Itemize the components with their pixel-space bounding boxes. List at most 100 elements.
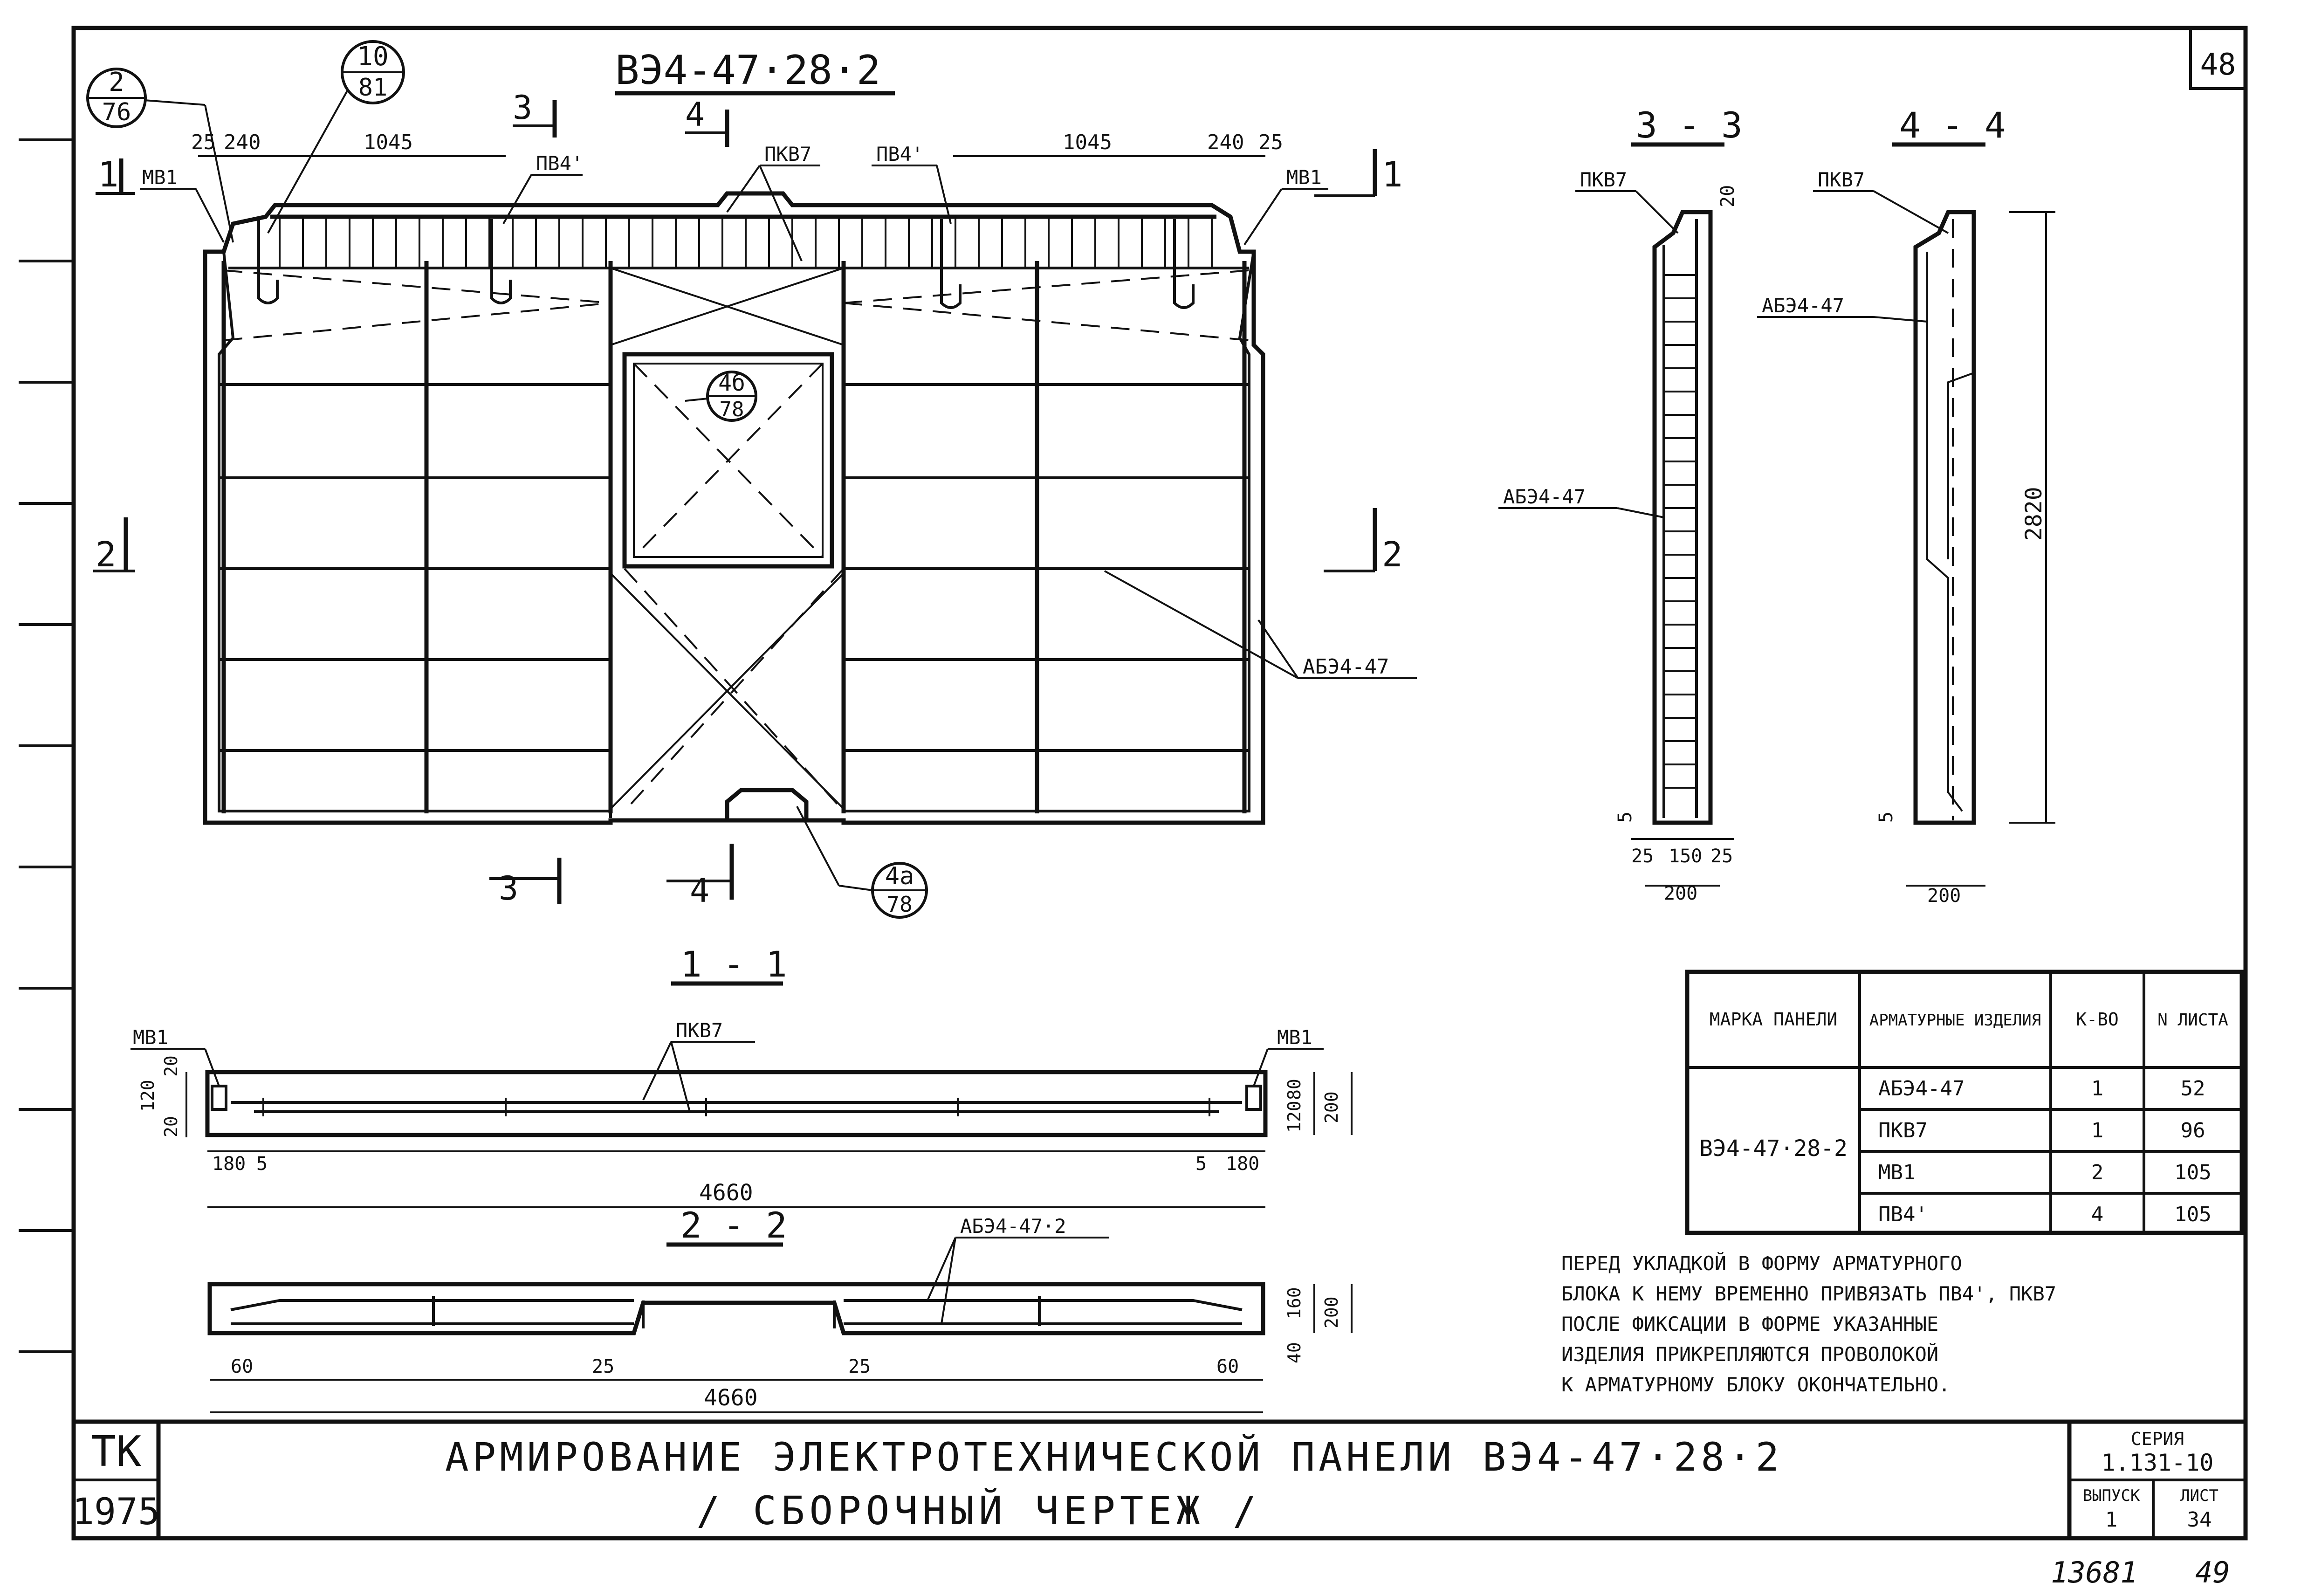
svg-text:2: 2	[1382, 535, 1403, 575]
page-number: 49	[2195, 1555, 2230, 1589]
section-mark-4-bottom: 4	[666, 844, 734, 910]
label-pv4-left: ПВ4'	[536, 152, 583, 175]
svg-text:2: 2	[96, 535, 117, 575]
s11-label-mv1-left: МВ1	[133, 1026, 168, 1049]
s11-dim-4660: 4660	[699, 1180, 753, 1206]
s11-dim-120-right: 120	[1284, 1101, 1305, 1133]
drawing-title-line2: / СБОРОЧНЫЙ ЧЕРТЕЖ /	[696, 1488, 1261, 1534]
svg-text:78: 78	[720, 398, 744, 421]
td-qty-3: 4	[2091, 1203, 2104, 1226]
section-1-1-title: 1 - 1	[680, 943, 787, 985]
s22-dim-4660: 4660	[704, 1385, 758, 1411]
td-item-3: ПВ4'	[1878, 1203, 1928, 1226]
section-2-2-title: 2 - 2	[680, 1204, 787, 1246]
s11-label-pkv7: ПКВ7	[676, 1019, 723, 1042]
assembly-notes: ПЕРЕД УКЛАДКОЙ В ФОРМУ АРМАТУРНОГО БЛОКА…	[1561, 1252, 2056, 1396]
corner-sheet-number: 48	[2200, 48, 2236, 82]
svg-text:76: 76	[102, 98, 131, 126]
s11-dim-5-left: 5	[256, 1153, 268, 1175]
section-mark-2-left: 2	[93, 517, 135, 575]
section-2-2: 2 - 2 АБЭ4-47·2 60 25 25 60 4660 160 40 …	[207, 1204, 1353, 1413]
note-line-1: БЛОКА К НЕМУ ВРЕМЕННО ПРИВЯЗАТЬ ПВ4', ПК…	[1561, 1282, 2056, 1305]
section-mark-3-top: 3	[513, 89, 557, 138]
section-3-3-title: 3 - 3	[1636, 104, 1743, 146]
s33-dim-200: 200	[1664, 883, 1697, 904]
svg-text:2: 2	[109, 67, 124, 97]
dim-25-right: 25	[1258, 131, 1283, 154]
callout-4b-78: 4б 78	[685, 370, 757, 422]
td-panel: ВЭ4-47·28-2	[1699, 1135, 1848, 1162]
s11-dim-180-left: 180	[212, 1153, 246, 1175]
dim-1045-left: 1045	[364, 131, 413, 154]
svg-text:78: 78	[886, 892, 912, 917]
td-item-1: ПКВ7	[1878, 1119, 1928, 1142]
s22-dim-25-left: 25	[592, 1356, 614, 1377]
s44-dim-2820: 2820	[2021, 487, 2047, 541]
s44-dim-200: 200	[1927, 885, 1961, 907]
s33-dim-25-left: 25	[1631, 846, 1654, 867]
s11-dim-80: 80	[1284, 1079, 1305, 1100]
s33-dim-5: 5	[1614, 812, 1636, 823]
s22-label-abe: АБЭ4-47·2	[960, 1215, 1066, 1238]
th-items: АРМАТУРНЫЕ ИЗДЕЛИЯ	[1869, 1011, 2041, 1030]
s11-dim-20-top: 20	[161, 1055, 181, 1077]
section-1-1: 1 - 1 МВ1 МВ1 ПКВ7 20 120 20 180 5 5 180…	[131, 943, 1353, 1208]
section-mark-3-bottom: 3	[489, 858, 562, 908]
section-4-4: 4 - 4 ПКВ7 АБЭ4-47 2820 5 200	[1757, 104, 2055, 907]
dim-240-left: 240	[224, 131, 261, 154]
title-block: ТК 1975 АРМИРОВАНИЕ ЭЛЕКТРОТЕХНИЧЕСКОЙ П…	[72, 1419, 2246, 1538]
s11-dim-120: 120	[137, 1080, 158, 1112]
section-mark-1-left: 1	[96, 155, 135, 195]
label-mv1-right: МВ1	[1286, 166, 1322, 189]
drawing-title-line1: АРМИРОВАНИЕ ЭЛЕКТРОТЕХНИЧЕСКОЙ ПАНЕЛИ ВЭ…	[445, 1434, 1783, 1480]
section-mark-4-top: 4	[685, 96, 729, 147]
note-line-2: ПОСЛЕ ФИКСАЦИИ В ФОРМЕ УКАЗАННЫЕ	[1561, 1313, 1938, 1335]
s22-dim-40: 40	[1284, 1342, 1305, 1363]
s22-dim-60-right: 60	[1216, 1356, 1239, 1377]
svg-text:4: 4	[685, 96, 705, 134]
panel-mark-title: ВЭ4-47·28·2	[615, 47, 881, 94]
issue-label: ВЫПУСК	[2083, 1486, 2140, 1505]
svg-text:3: 3	[499, 869, 518, 908]
label-abe4-47: АБЭ4-47	[1303, 655, 1389, 679]
dim-240-right: 240	[1207, 131, 1244, 154]
s22-dim-200: 200	[1321, 1296, 1342, 1328]
note-line-3: ИЗДЕЛИЯ ПРИКРЕПЛЯЮТСЯ ПРОВОЛОКОЙ	[1561, 1342, 1938, 1366]
svg-text:10: 10	[357, 41, 388, 72]
sheet-frame: 48	[19, 26, 2248, 1541]
note-line-4: К АРМАТУРНОМУ БЛОКУ ОКОНЧАТЕЛЬНО.	[1561, 1373, 1950, 1396]
td-qty-0: 1	[2091, 1077, 2104, 1101]
td-item-0: АБЭ4-47	[1878, 1077, 1964, 1101]
svg-text:81: 81	[358, 74, 388, 102]
td-qty-2: 2	[2091, 1161, 2104, 1184]
svg-text:3: 3	[513, 89, 532, 127]
th-sheet: N ЛИСТА	[2157, 1011, 2228, 1030]
s11-dim-180-right: 180	[1226, 1153, 1259, 1175]
s22-dim-160: 160	[1284, 1287, 1305, 1319]
section-3-3: 3 - 3 ПКВ7 АБЭ4-47 20 5 25 150 25	[1498, 104, 1743, 904]
th-panel-mark: МАРКА ПАНЕЛИ	[1710, 1009, 1838, 1030]
s11-dim-200: 200	[1321, 1091, 1342, 1123]
s33-label-abe: АБЭ4-47	[1503, 485, 1586, 508]
dim-25-left: 25	[191, 131, 216, 154]
sheet-value: 34	[2187, 1508, 2212, 1532]
section-4-4-title: 4 - 4	[1899, 104, 2006, 146]
s33-label-pkv7: ПКВ7	[1580, 168, 1627, 191]
td-sheet-0: 52	[2181, 1077, 2205, 1101]
s44-dim-5: 5	[1875, 812, 1897, 823]
spec-table: МАРКА ПАНЕЛИ АРМАТУРНЫЕ ИЗДЕЛИЯ К-ВО N Л…	[1685, 970, 2244, 1235]
s33-dim-150: 150	[1669, 846, 1702, 867]
td-sheet-3: 105	[2174, 1203, 2211, 1226]
org-code: ТК	[91, 1427, 141, 1476]
archive-number: 13681	[2051, 1555, 2138, 1589]
s33-dim-25-right: 25	[1710, 846, 1733, 867]
label-pkv7: ПКВ7	[764, 143, 811, 165]
sheet-label: ЛИСТ	[2180, 1486, 2219, 1505]
td-sheet-1: 96	[2181, 1119, 2205, 1142]
svg-text:1: 1	[1382, 155, 1403, 195]
s11-dim-20-bottom: 20	[161, 1116, 181, 1137]
th-qty: К-ВО	[2076, 1009, 2119, 1030]
s22-dim-25-right: 25	[848, 1356, 871, 1377]
main-panel-view: ВЭ4-47·28·2	[86, 40, 1417, 919]
